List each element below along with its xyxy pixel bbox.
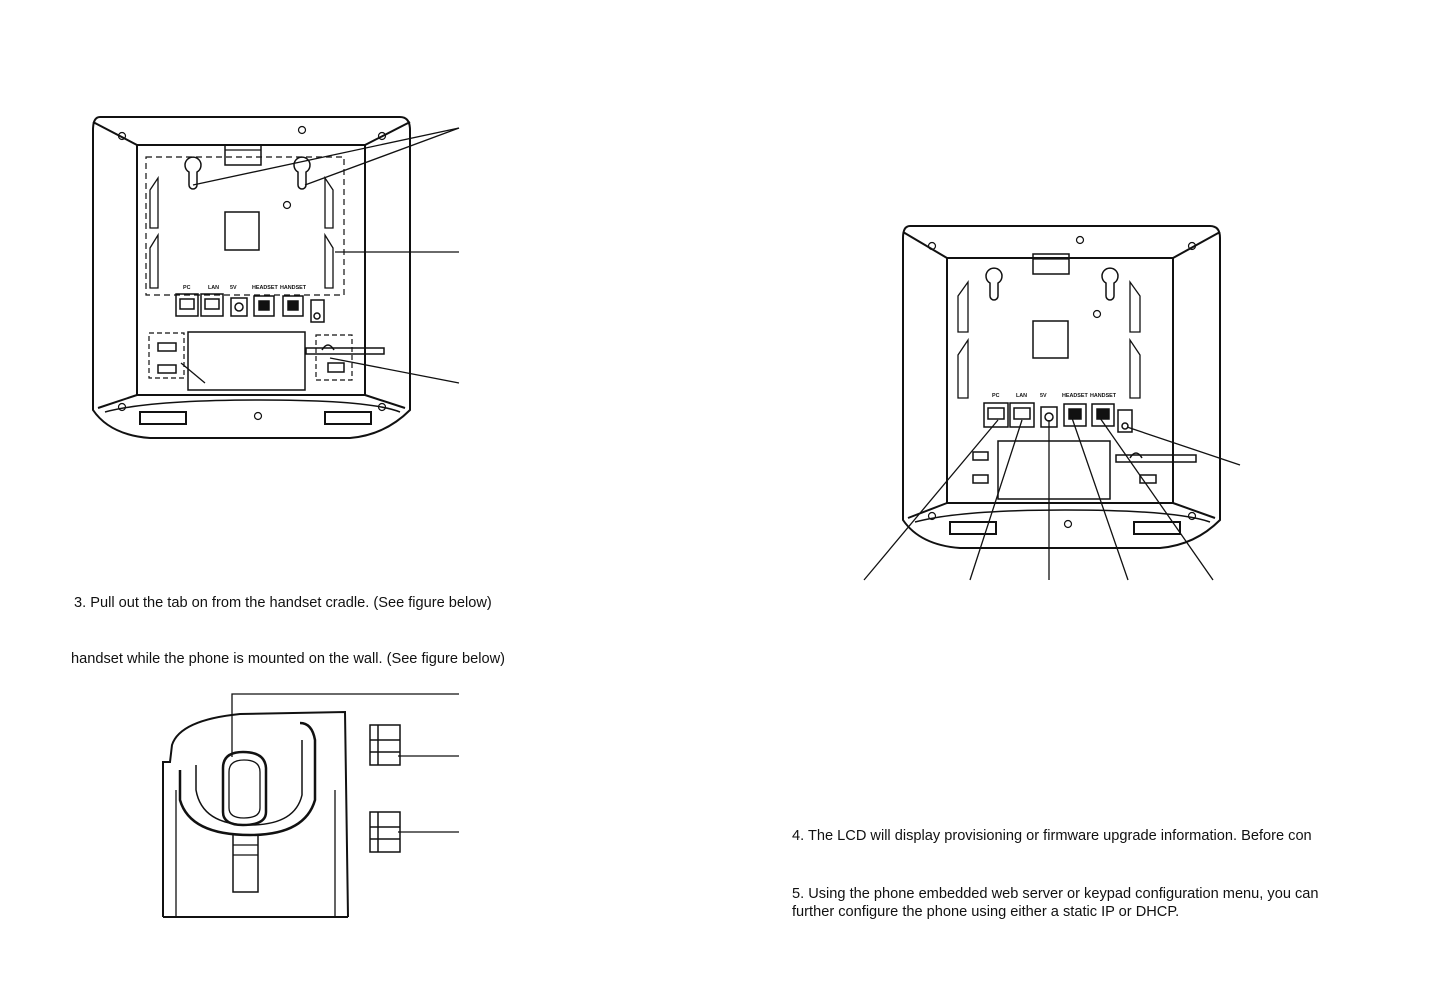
port-label-pc-right: PC bbox=[992, 393, 1000, 399]
phone-back-connectors-figure: PC LAN 5V HEADSET HANDSET bbox=[863, 225, 1241, 581]
step-5-text-line-1: 5. Using the phone embedded web server o… bbox=[792, 886, 1319, 902]
port-label-handset-right: HANDSET bbox=[1090, 393, 1117, 399]
port-label-headset-right: HEADSET bbox=[1062, 393, 1088, 399]
port-label-lan: LAN bbox=[208, 285, 219, 291]
port-label-5v: 5V bbox=[230, 285, 237, 291]
step-3-text: 3. Pull out the tab on from the handset … bbox=[74, 595, 492, 611]
step-3-continuation-text: handset while the phone is mounted on th… bbox=[71, 651, 506, 667]
step-4-text: 4. The LCD will display provisioning or … bbox=[792, 828, 1312, 844]
port-label-handset: HANDSET bbox=[280, 285, 307, 291]
port-label-pc: PC bbox=[183, 285, 191, 291]
phone-back-wallmount-figure: PC LAN 5V HEADSET HANDSET bbox=[92, 116, 460, 439]
step-5-text-line-2: further configure the phone using either… bbox=[792, 904, 1180, 920]
port-label-5v-right: 5V bbox=[1040, 393, 1047, 399]
handset-cradle-tab-figure bbox=[162, 693, 459, 918]
port-label-headset: HEADSET bbox=[252, 285, 278, 291]
port-label-lan-right: LAN bbox=[1016, 393, 1027, 399]
